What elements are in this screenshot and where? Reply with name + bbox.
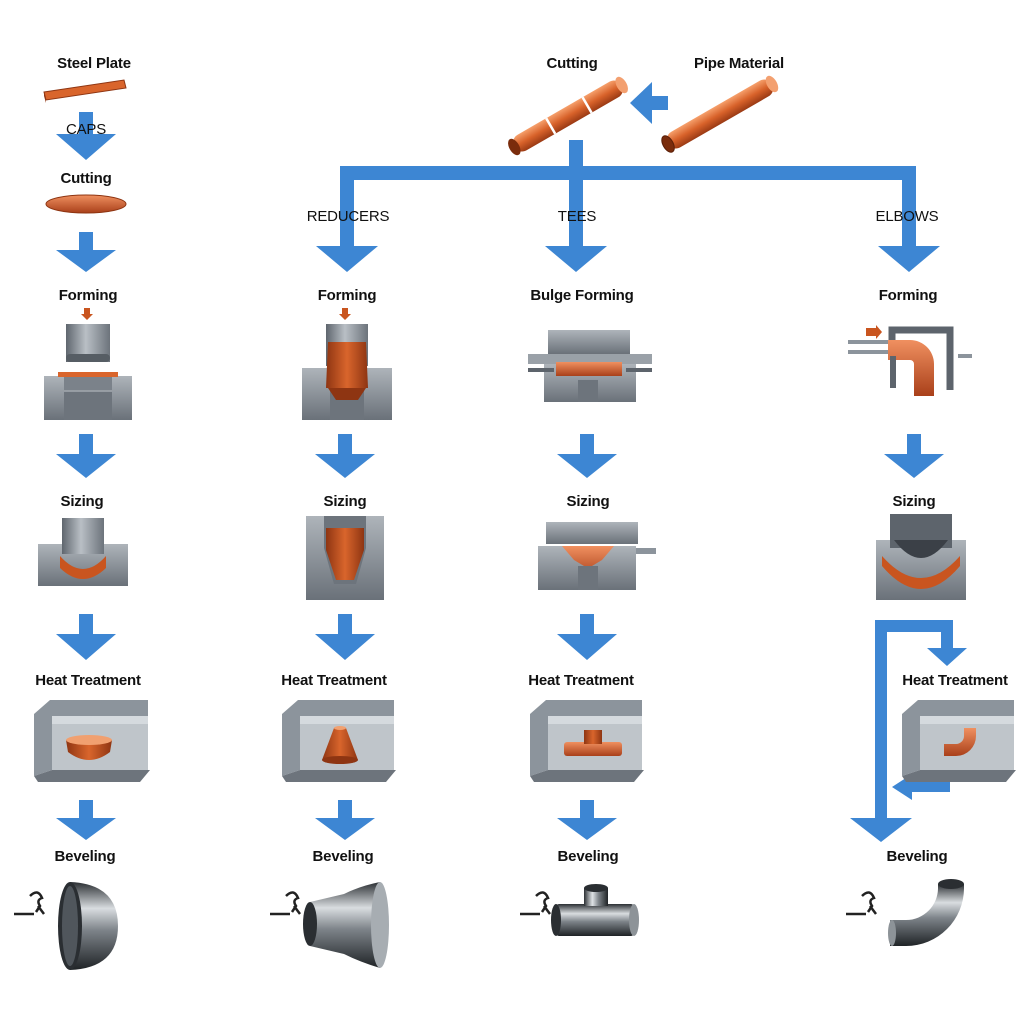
finished-elbow-icon: [888, 879, 964, 946]
caps-sizing-label: Sizing: [60, 493, 104, 510]
arrow-down: [557, 614, 617, 660]
elbows-heat-oven-icon: [902, 700, 1016, 782]
tees-bulge-forming-icon: [528, 330, 652, 402]
tees-sizing-label: Sizing: [566, 493, 610, 510]
reducers-bevel-torch-icon: [270, 891, 301, 916]
reducers-heat-label: Heat Treatment: [281, 672, 387, 689]
arrow-left: [630, 82, 668, 124]
caps-sizing-icon: [38, 518, 128, 586]
pipe-material-label: Pipe Material: [694, 55, 784, 72]
elbows-bevel-torch-icon: [846, 891, 877, 916]
flow-arrows: [56, 82, 967, 842]
reducers-sizing-icon: [306, 516, 384, 600]
arrow-down: [56, 112, 116, 160]
arrow-down: [315, 434, 375, 478]
tees-heat-oven-icon: [530, 700, 644, 782]
tees-heat-label: Heat Treatment: [528, 672, 634, 689]
tees-label: TEES: [557, 208, 597, 225]
reducers-beveling-label: Beveling: [312, 848, 374, 865]
tees-forming-label: Bulge Forming: [530, 287, 634, 304]
finished-cap-icon: [58, 882, 118, 970]
arrow-down: [56, 434, 116, 478]
caps-beveling-label: Beveling: [54, 848, 116, 865]
cutting-left-label: Cutting: [60, 170, 112, 187]
elbows-label: ELBOWS: [875, 208, 939, 225]
elbows-forming-label: Forming: [878, 287, 938, 304]
caps-bevel-torch-icon: [14, 891, 45, 916]
steel-plate-icon: [43, 79, 127, 103]
reducers-sizing-label: Sizing: [323, 493, 367, 510]
reducers-forming-icon: [302, 308, 392, 420]
finished-reducer-icon: [303, 882, 389, 968]
arrow-down: [884, 434, 944, 478]
arrow-down: [56, 614, 116, 660]
arrow-down: [56, 800, 116, 840]
arrow-down: [315, 800, 375, 840]
caps-forming-label: Forming: [58, 287, 118, 304]
arrow-down: [315, 614, 375, 660]
caps-heat-label: Heat Treatment: [35, 672, 141, 689]
tees-bevel-torch-icon: [520, 891, 551, 916]
caps-label: CAPS: [65, 121, 107, 138]
cutting-top-label: Cutting: [546, 55, 598, 72]
arrow-down: [56, 232, 116, 272]
elbows-sizing-icon: [876, 514, 966, 600]
caps-heat-oven-icon: [34, 700, 150, 782]
elbows-forming-icon: [848, 325, 972, 396]
reducers-heat-oven-icon: [282, 700, 396, 782]
elbows-beveling-label: Beveling: [886, 848, 948, 865]
finished-tee-icon: [551, 884, 639, 936]
elbows-sizing-label: Sizing: [892, 493, 936, 510]
arrow-down: [557, 800, 617, 840]
reducers-label: REDUCERS: [306, 208, 390, 225]
pipe-material-icon: [661, 75, 779, 153]
arrow-down: [557, 434, 617, 478]
reducers-forming-label: Forming: [317, 287, 377, 304]
caps-forming-icon: [44, 308, 132, 420]
tees-sizing-icon: [538, 522, 656, 590]
elbows-heat-label: Heat Treatment: [902, 672, 1008, 689]
tees-beveling-label: Beveling: [557, 848, 619, 865]
cut-pipe-icon: [508, 76, 628, 156]
cut-disc-icon: [45, 194, 127, 214]
steel-plate-label: Steel Plate: [57, 55, 131, 72]
